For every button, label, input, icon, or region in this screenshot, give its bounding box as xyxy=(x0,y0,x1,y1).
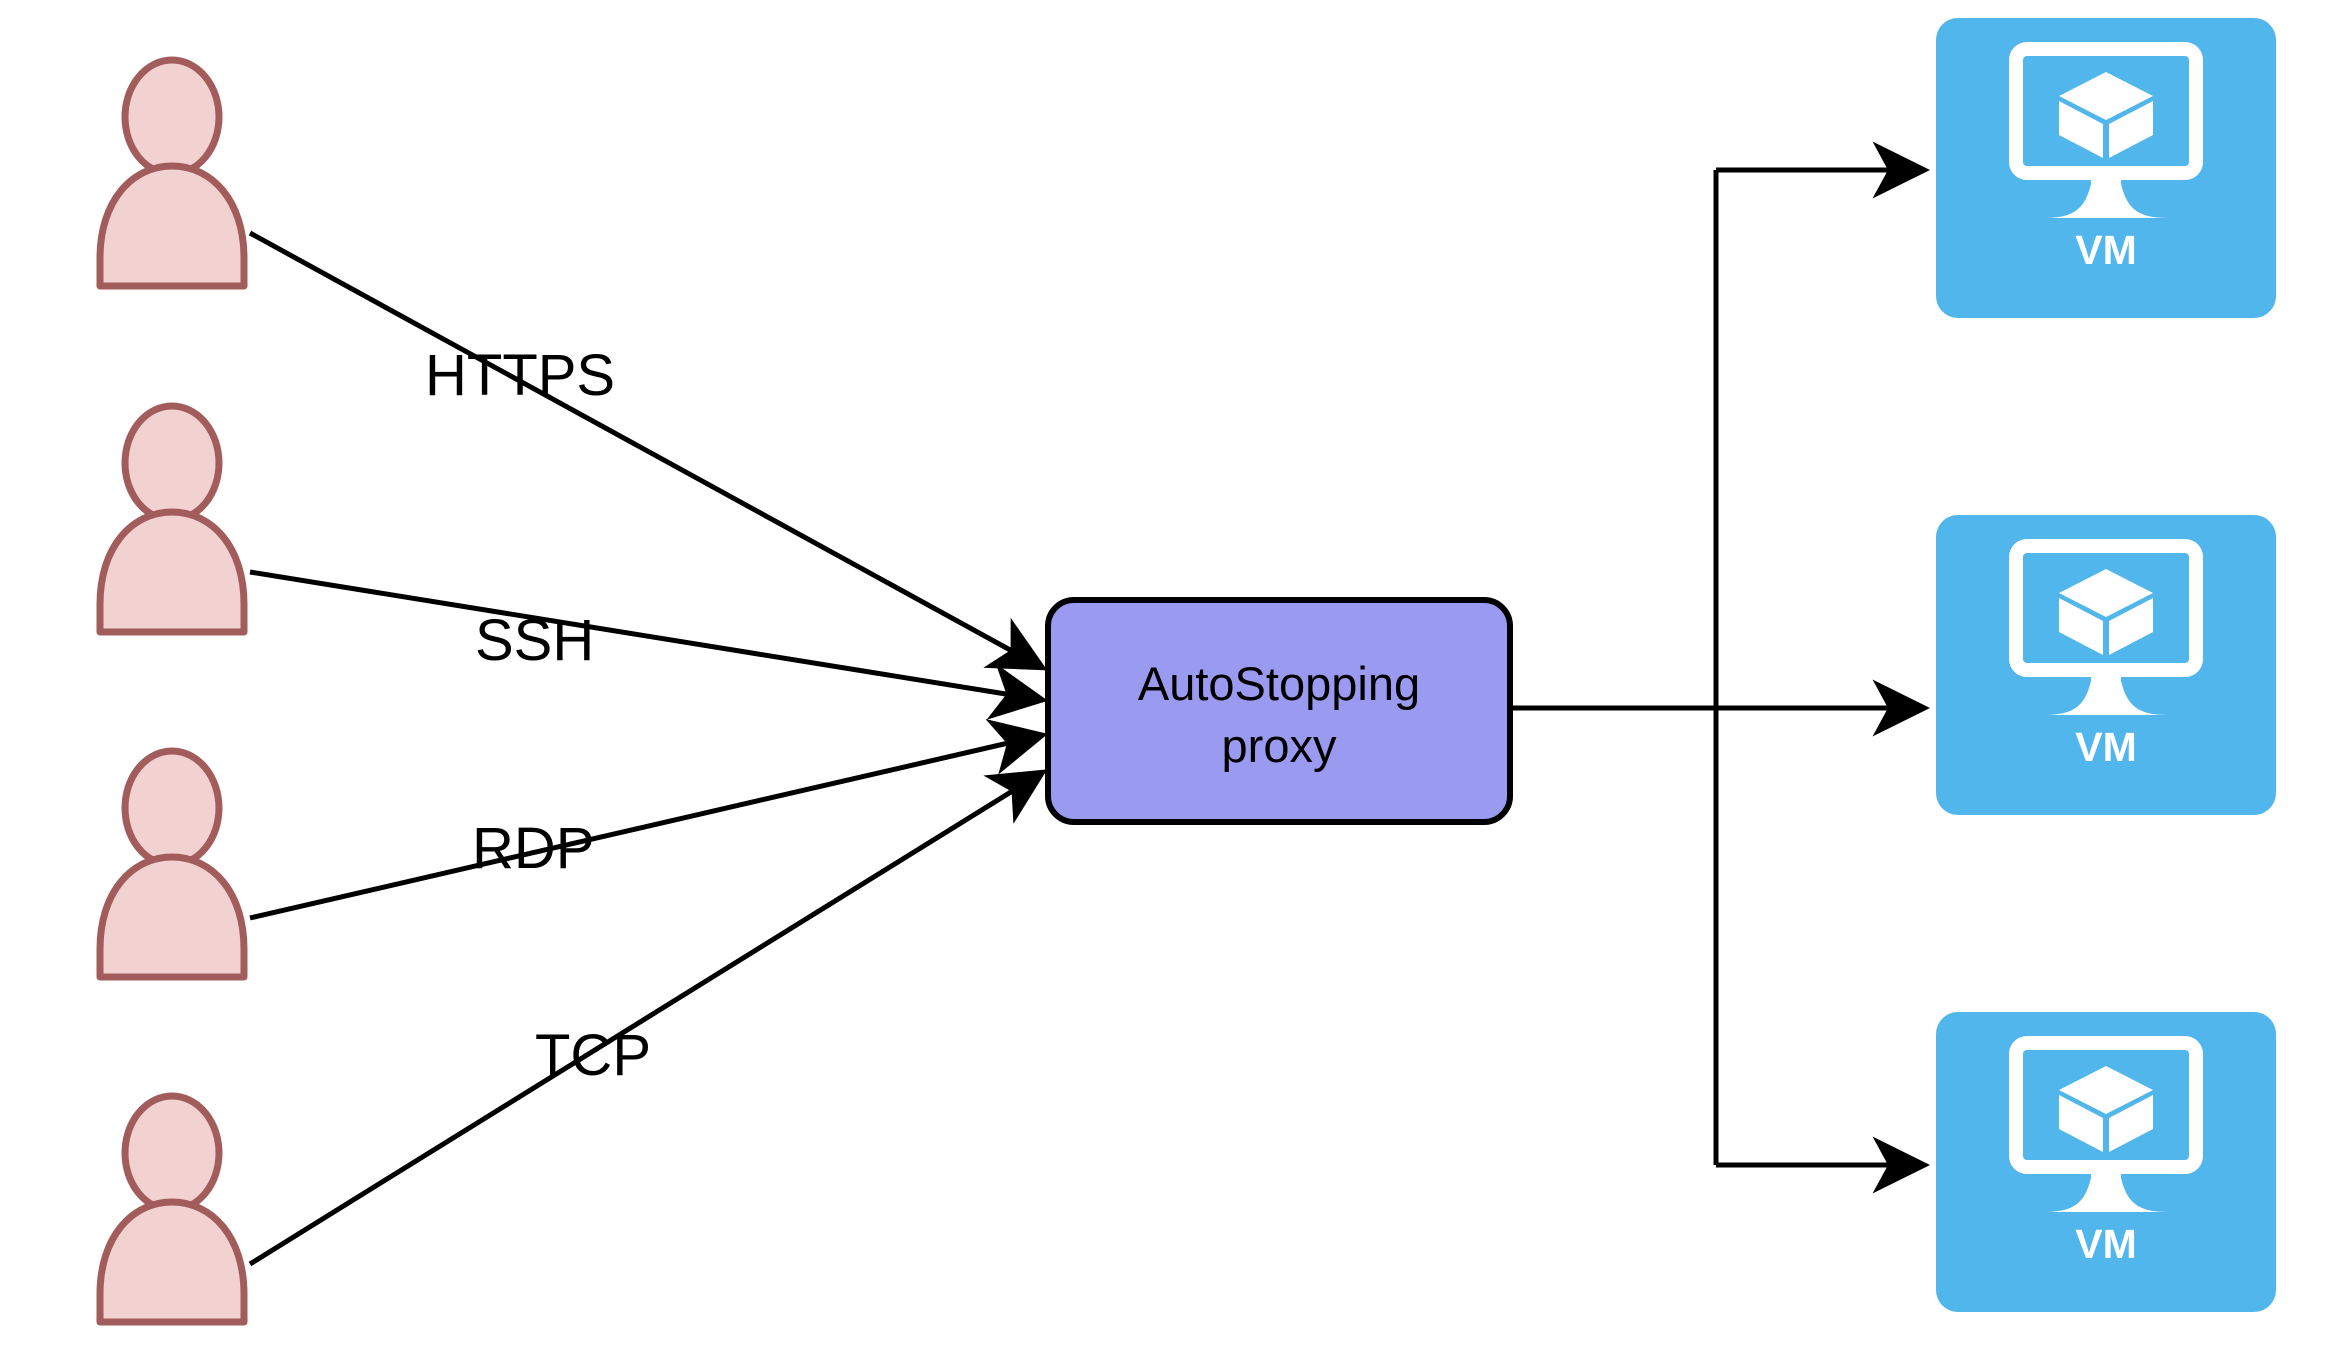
actor-to-proxy-connectors xyxy=(248,230,1048,1267)
autostopping-proxy-node[interactable]: AutoStopping proxy xyxy=(1045,597,1513,825)
vm-tile-1[interactable]: VM xyxy=(1936,18,2276,318)
proxy-to-vm-connectors xyxy=(1512,141,1930,1194)
actor-user-4[interactable] xyxy=(100,1096,244,1322)
vm-tile-2-label: VM xyxy=(2075,724,2137,770)
protocol-label-ssh: SSH xyxy=(475,608,594,673)
vm-tile-3[interactable]: VM xyxy=(1936,1012,2276,1312)
vm-tile-3-label: VM xyxy=(2075,1221,2137,1267)
connector-rdp xyxy=(249,719,1048,921)
actor-user-3[interactable] xyxy=(100,751,244,977)
protocol-label-https: HTTPS xyxy=(425,343,615,408)
connector-https xyxy=(248,230,1048,671)
protocol-label-rdp: RDP xyxy=(472,816,594,881)
actor-user-2[interactable] xyxy=(100,406,244,632)
protocol-label-tcp: TCP xyxy=(535,1023,651,1088)
vm-tile-2[interactable]: VM xyxy=(1936,515,2276,815)
vm-tile-1-label: VM xyxy=(2075,227,2137,273)
connector-tcp xyxy=(248,769,1048,1267)
proxy-box[interactable] xyxy=(1045,597,1513,825)
connector-ssh xyxy=(249,569,1048,720)
proxy-label-line2: proxy xyxy=(1222,719,1337,772)
actor-user-1[interactable] xyxy=(100,60,244,286)
proxy-label-line1: AutoStopping xyxy=(1138,657,1420,710)
